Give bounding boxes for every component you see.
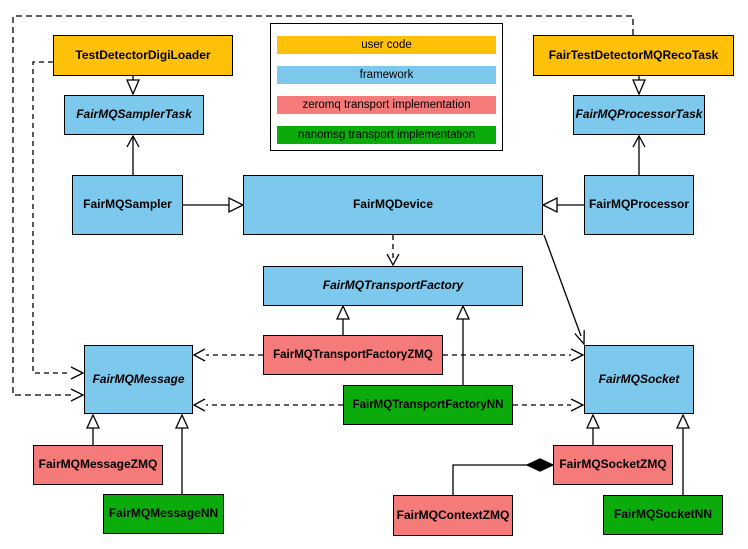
edge-dependency-factoryzmq-message [192,348,263,362]
edge-association-device-socket [543,234,585,346]
legend-label: user code [361,39,412,51]
legend-box: user code framework zeromq transport imp… [270,23,503,151]
edge-inheritance-socketnn-socket [675,413,691,495]
class-fairmqtransportfactoryzmq: FairMQTransportFactoryZMQ [263,335,443,375]
edge-inheritance-socketzmq-socket [585,413,601,445]
edge-inheritance-processor-device [541,196,584,214]
legend-item-framework: framework [277,66,496,84]
class-fairmqsampler: FairMQSampler [72,175,183,235]
class-fairmqsocketnn: FairMQSocketNN [603,495,723,535]
edge-dependency-factorynn-message [192,398,343,412]
legend-label: zeromq transport implementation [302,99,471,111]
class-fairmqprocessortask: FairMQProcessorTask [573,95,705,135]
legend-label: framework [359,69,414,81]
edge-inheritance-messagezmq-message [85,413,101,445]
class-fairtestdetectormqrecotask: FairTestDetectorMQRecoTask [533,35,734,76]
legend-item-user-code: user code [277,36,496,54]
class-fairmqmessage: FairMQMessage [84,345,193,414]
class-fairmqtransportfactory: FairMQTransportFactory [263,266,523,306]
edge-inheritance-recotask-processortask [632,76,646,96]
legend-item-zeromq: zeromq transport implementation [277,96,496,114]
class-fairmqdevice: FairMQDevice [243,175,543,235]
edge-inheritance-factorynn-factory [455,304,471,385]
class-testdetectordigiloader: TestDetectorDigiLoader [53,35,233,76]
edge-dependency-factorynn-socket [513,398,585,412]
edge-dependency-recotask-message [12,15,634,402]
edge-inheritance-sampler-device [183,196,245,214]
edge-inheritance-factoryzmq-factory [335,304,351,335]
class-fairmqmessagezmq: FairMQMessageZMQ [33,445,163,485]
edge-composition-contextzmq-socketzmq [452,458,555,495]
class-fairmqprocessor: FairMQProcessor [584,175,694,235]
edge-inheritance-digiloader-samplertask [126,76,140,96]
class-fairmqsamplertask: FairMQSamplerTask [64,95,204,135]
class-fairmqmessagenn: FairMQMessageNN [103,494,224,534]
edge-dependency-device-transportfactory [386,235,400,267]
edge-association-sampler-samplertask [126,134,140,175]
edge-dependency-factoryzmq-socket [443,348,585,362]
class-fairmqsocketzmq: FairMQSocketZMQ [553,445,673,485]
edge-inheritance-messagenn-message [174,413,190,494]
edge-dependency-digiloader-message [32,61,85,380]
edge-association-processor-processortask [632,134,646,175]
legend-item-nanomsg: nanomsg transport implementation [277,126,496,144]
class-fairmqcontextzmq: FairMQContextZMQ [393,495,513,536]
legend-label: nanomsg transport implementation [297,129,476,141]
class-fairmqsocket: FairMQSocket [584,345,694,414]
class-fairmqtransportfactorynn: FairMQTransportFactoryNN [343,385,513,425]
